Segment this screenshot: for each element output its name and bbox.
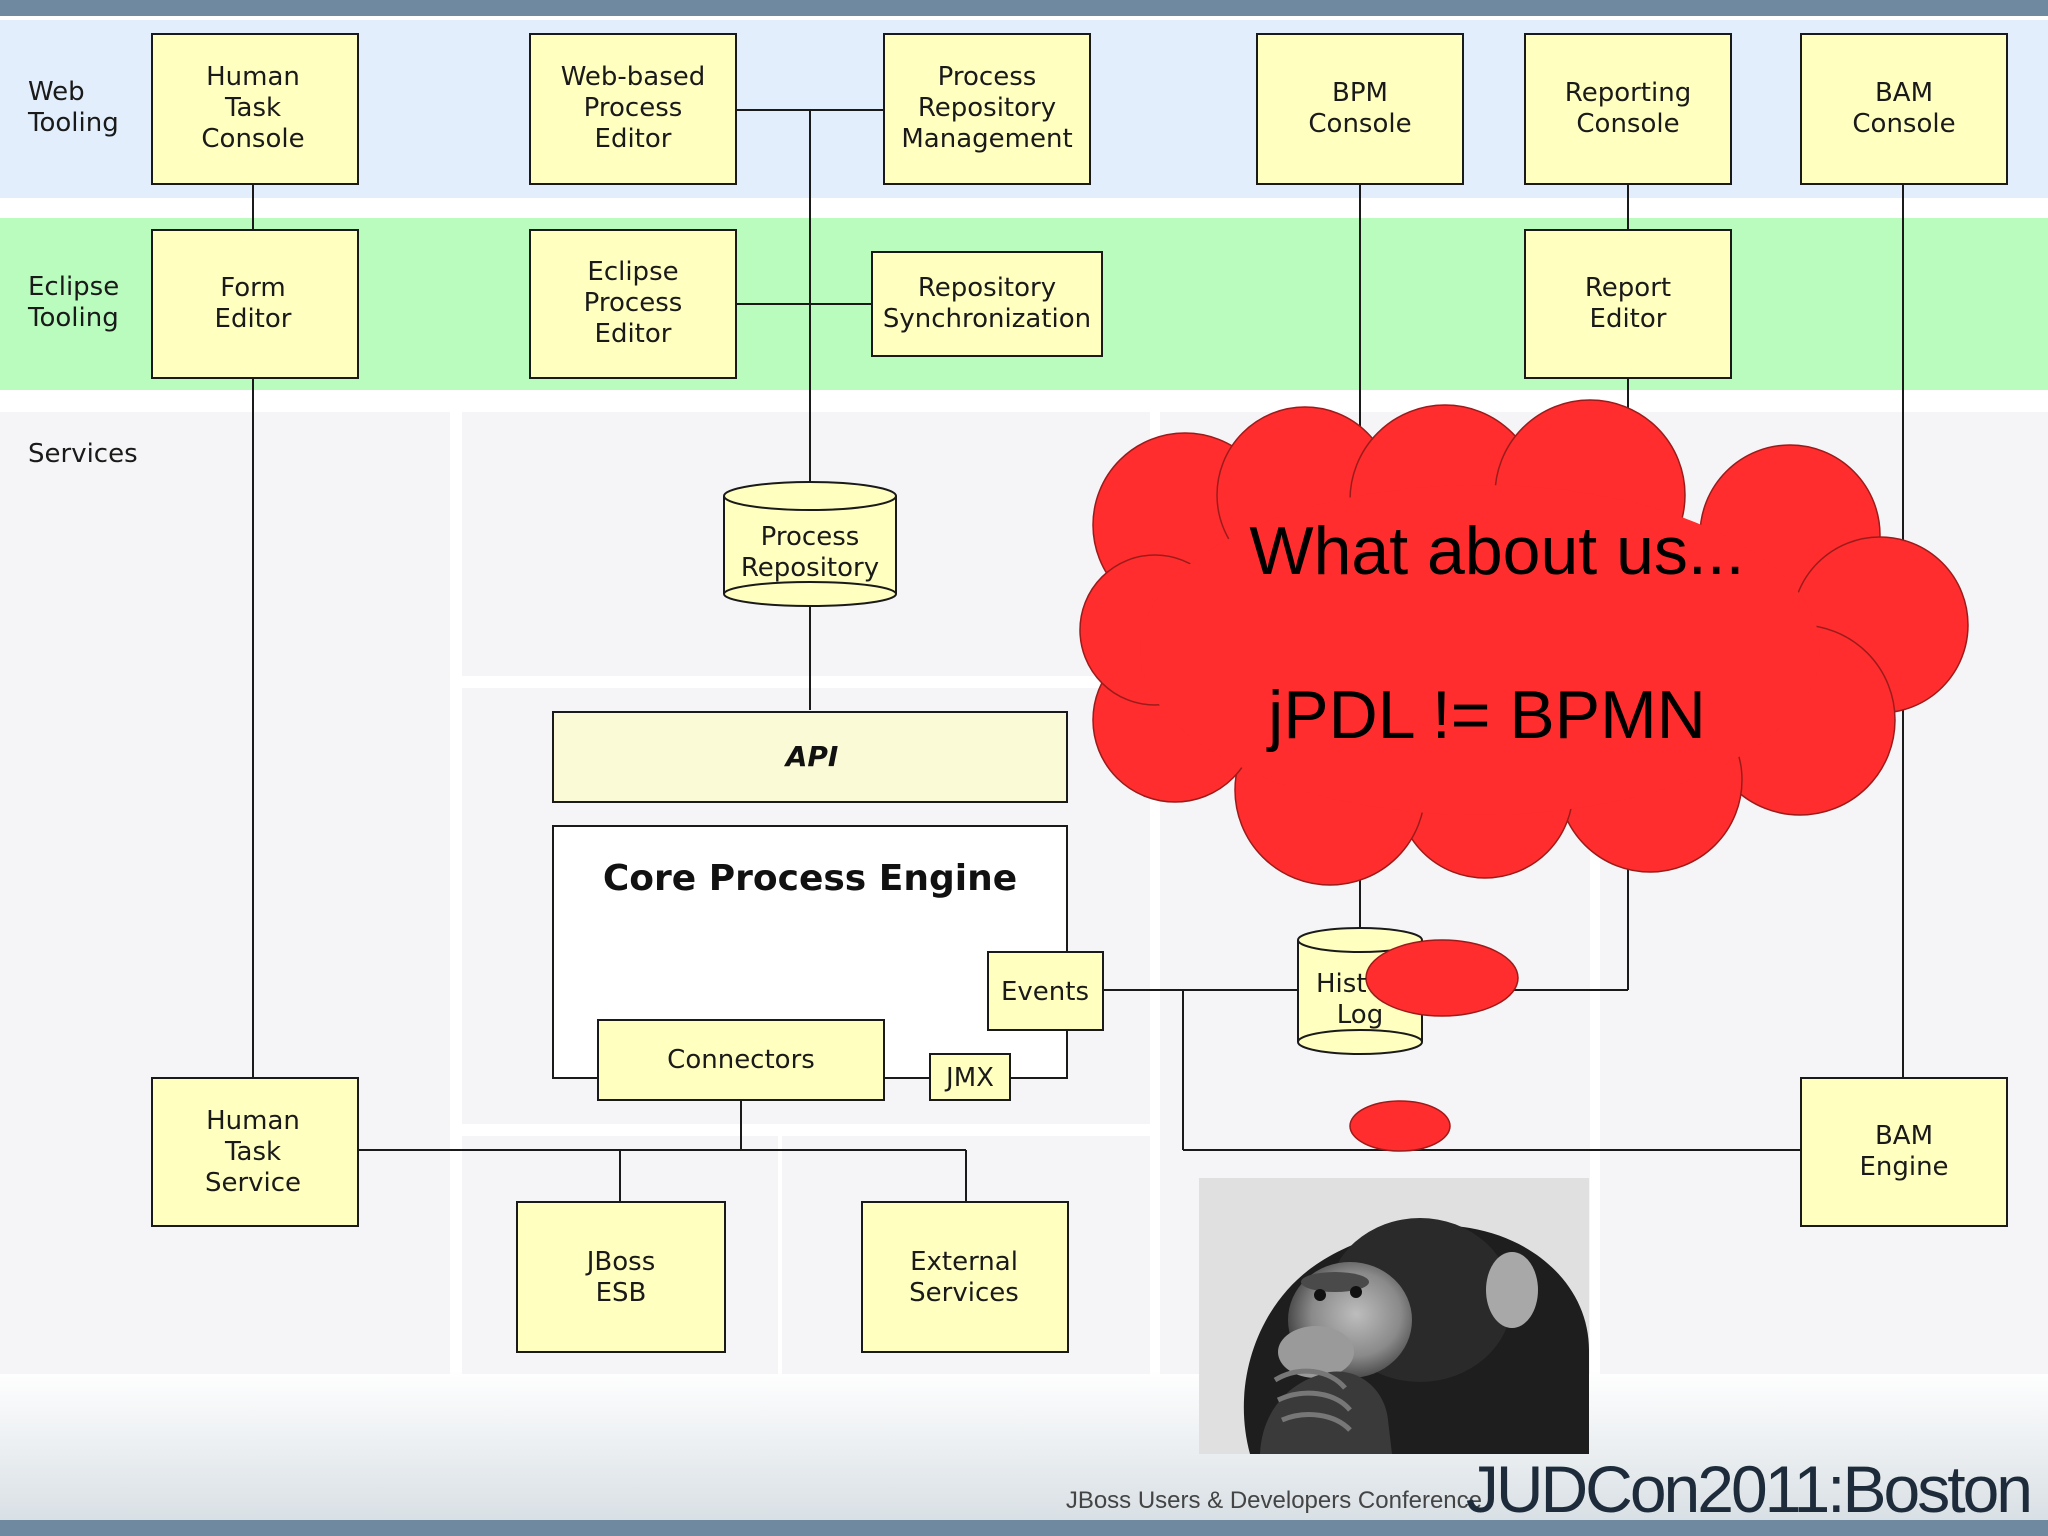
label-report-editor-1: Report	[1585, 273, 1671, 303]
label-api: API	[784, 740, 839, 773]
footer-brand: JUDCon2011:Boston	[1466, 1452, 2030, 1526]
label-eclipse-process-editor-2: Process	[584, 288, 683, 318]
bottom-band	[0, 1520, 2048, 1536]
header-band	[0, 0, 2048, 16]
label-bpm-console-1: BPM	[1332, 78, 1388, 108]
label-form-editor-2: Editor	[215, 304, 292, 334]
label-human-task-service-1: Human	[206, 1106, 300, 1136]
label-form-editor-1: Form	[220, 273, 286, 303]
box-bam-console	[1800, 33, 2008, 185]
box-human-task-service	[151, 1077, 359, 1227]
label-external-services-1: External	[910, 1247, 1018, 1277]
component-boxes	[151, 33, 2008, 1353]
lane-label-services: Services	[28, 439, 138, 469]
label-process-repository-2: Repository	[741, 553, 879, 583]
label-bam-engine-2: Engine	[1859, 1152, 1948, 1182]
history-log-cylinder	[1297, 927, 1423, 1055]
label-jboss-esb-1: JBoss	[585, 1247, 656, 1277]
label-external-services-2: Services	[909, 1278, 1019, 1308]
lane-label-web-line1: Web	[28, 77, 85, 107]
box-form-editor	[151, 229, 359, 379]
label-jboss-esb-2: ESB	[596, 1278, 647, 1308]
label-human-task-service-3: Service	[205, 1168, 301, 1198]
label-human-task-console-1: Human	[206, 62, 300, 92]
label-jmx: JMX	[944, 1063, 994, 1093]
box-process-repo-mgmt	[883, 33, 1091, 185]
box-bam-engine	[1800, 1077, 2008, 1227]
label-web-process-editor-3: Editor	[595, 124, 672, 154]
label-bam-console-1: BAM	[1875, 78, 1933, 108]
label-process-repo-mgmt-2: Repository	[918, 93, 1056, 123]
label-process-repo-mgmt-3: Management	[901, 124, 1072, 154]
label-bam-console-2: Console	[1852, 109, 1955, 139]
box-jmx	[929, 1053, 1011, 1101]
label-bpm-console-2: Console	[1308, 109, 1411, 139]
label-human-task-console-2: Task	[224, 93, 281, 123]
label-history-log-1: Hist	[1316, 969, 1367, 999]
api-box	[552, 711, 1068, 803]
box-report-editor	[1524, 229, 1732, 379]
label-connectors: Connectors	[667, 1045, 815, 1075]
box-external-services	[861, 1201, 1069, 1353]
box-bpm-console	[1256, 33, 1464, 185]
label-report-editor-2: Editor	[1590, 304, 1667, 334]
label-reporting-console-1: Reporting	[1565, 78, 1691, 108]
label-reporting-console-2: Console	[1576, 109, 1679, 139]
lane-label-web-line2: Tooling	[27, 108, 119, 138]
lane-label-eclipse-line1: Eclipse	[28, 272, 119, 302]
label-eclipse-process-editor-3: Editor	[595, 319, 672, 349]
label-web-process-editor-1: Web-based	[561, 62, 706, 92]
box-events	[987, 951, 1104, 1031]
thought-cloud	[1079, 399, 1969, 1152]
box-reporting-console	[1524, 33, 1732, 185]
label-eclipse-process-editor-1: Eclipse	[587, 257, 678, 287]
process-repository-cylinder	[723, 481, 897, 607]
box-web-process-editor	[529, 33, 737, 185]
box-jboss-esb	[516, 1201, 726, 1353]
label-human-task-console-3: Console	[201, 124, 304, 154]
box-eclipse-process-editor	[529, 229, 737, 379]
lane-label-eclipse-line2: Tooling	[27, 303, 119, 333]
label-bam-engine-1: BAM	[1875, 1121, 1933, 1151]
label-events: Events	[1001, 977, 1089, 1007]
label-core-process-engine: Core Process Engine	[603, 858, 1017, 899]
label-repo-sync-1: Repository	[918, 273, 1056, 303]
label-process-repository-1: Process	[761, 522, 860, 552]
label-repo-sync-2: Synchronization	[883, 304, 1091, 334]
cloud-text-line2: jPDL != BPMN	[1266, 677, 1706, 753]
box-repo-sync	[871, 251, 1103, 357]
box-connectors	[597, 1019, 885, 1101]
chimpanzee-photo	[1199, 1178, 1589, 1454]
label-process-repo-mgmt-1: Process	[938, 62, 1037, 92]
label-web-process-editor-2: Process	[584, 93, 683, 123]
label-history-log-2: Log	[1337, 1000, 1383, 1030]
footer-subtitle: JBoss Users & Developers Conference	[1066, 1487, 1482, 1514]
box-human-task-console	[151, 33, 359, 185]
cloud-text-line1: What about us...	[1249, 513, 1744, 589]
label-human-task-service-2: Task	[224, 1137, 281, 1167]
footer-band	[0, 1370, 2048, 1520]
